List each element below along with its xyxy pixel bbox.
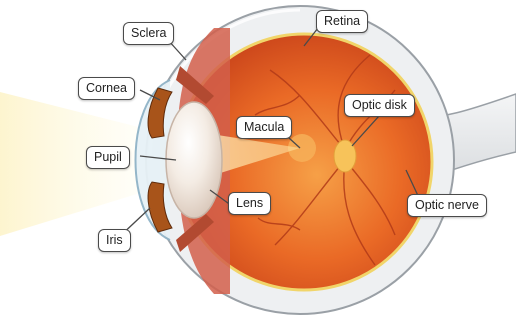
iris-label: Iris — [98, 229, 131, 252]
pupil-label: Pupil — [86, 146, 130, 169]
optic-nerve-label: Optic nerve — [407, 194, 487, 217]
lens-label: Lens — [228, 192, 271, 215]
optic-disk-label: Optic disk — [344, 94, 415, 117]
cornea-label: Cornea — [78, 77, 135, 100]
retina-label: Retina — [316, 10, 368, 33]
sclera-label: Sclera — [123, 22, 174, 45]
macula-label: Macula — [236, 116, 292, 139]
